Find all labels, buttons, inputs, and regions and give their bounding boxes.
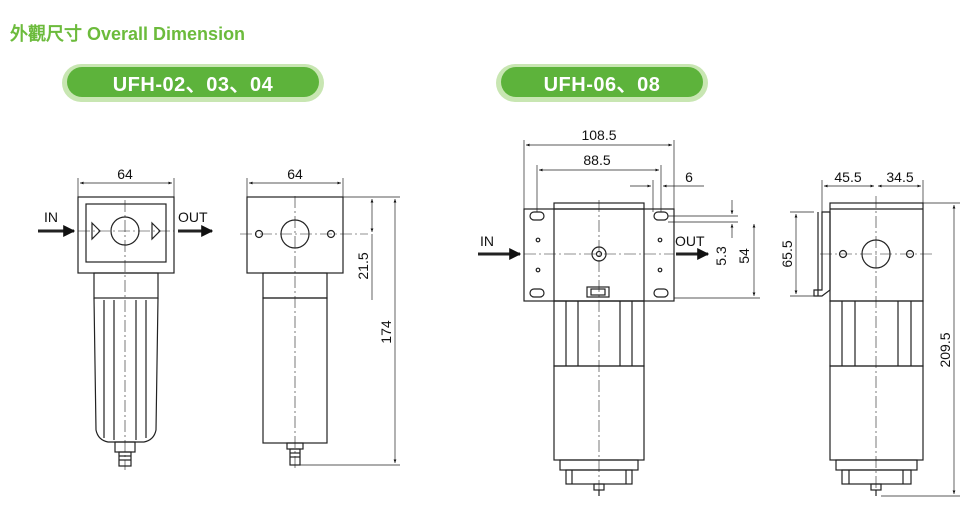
large-front-view <box>478 140 760 496</box>
small-side-port-height-label: 21.5 <box>355 252 371 279</box>
model-badge-large: UFH-06、08 <box>496 64 708 102</box>
page-title: 外觀尺寸 Overall Dimension <box>10 24 246 44</box>
large-side-left-label: 45.5 <box>834 169 861 185</box>
large-front-overall-width-label: 108.5 <box>581 127 616 143</box>
large-side-total-height-label: 209.5 <box>937 332 953 367</box>
model-badge-small: UFH-02、03、04 <box>62 64 324 102</box>
small-side-total-height-label: 174 <box>378 320 394 344</box>
small-front-width-label: 64 <box>117 166 133 182</box>
large-side-view <box>790 180 960 497</box>
large-front-body-height-label: 54 <box>736 248 752 264</box>
large-front-in-label: IN <box>480 233 494 249</box>
large-front-out-label: OUT <box>675 233 705 249</box>
small-front-view <box>38 178 214 470</box>
large-side-right-label: 34.5 <box>886 169 913 185</box>
small-front-in-label: IN <box>44 209 58 225</box>
small-side-view <box>240 178 400 470</box>
large-front-offset-label: 5.3 <box>713 246 729 266</box>
large-side-bracket-height-label: 65.5 <box>779 240 795 267</box>
large-front-slot-label: 6 <box>685 169 693 185</box>
model-badge-small-label: UFH-02、03、04 <box>67 67 319 97</box>
model-badge-large-label: UFH-06、08 <box>501 67 703 97</box>
small-side-width-label: 64 <box>287 166 303 182</box>
small-front-out-label: OUT <box>178 209 208 225</box>
large-front-mount-width-label: 88.5 <box>583 152 610 168</box>
